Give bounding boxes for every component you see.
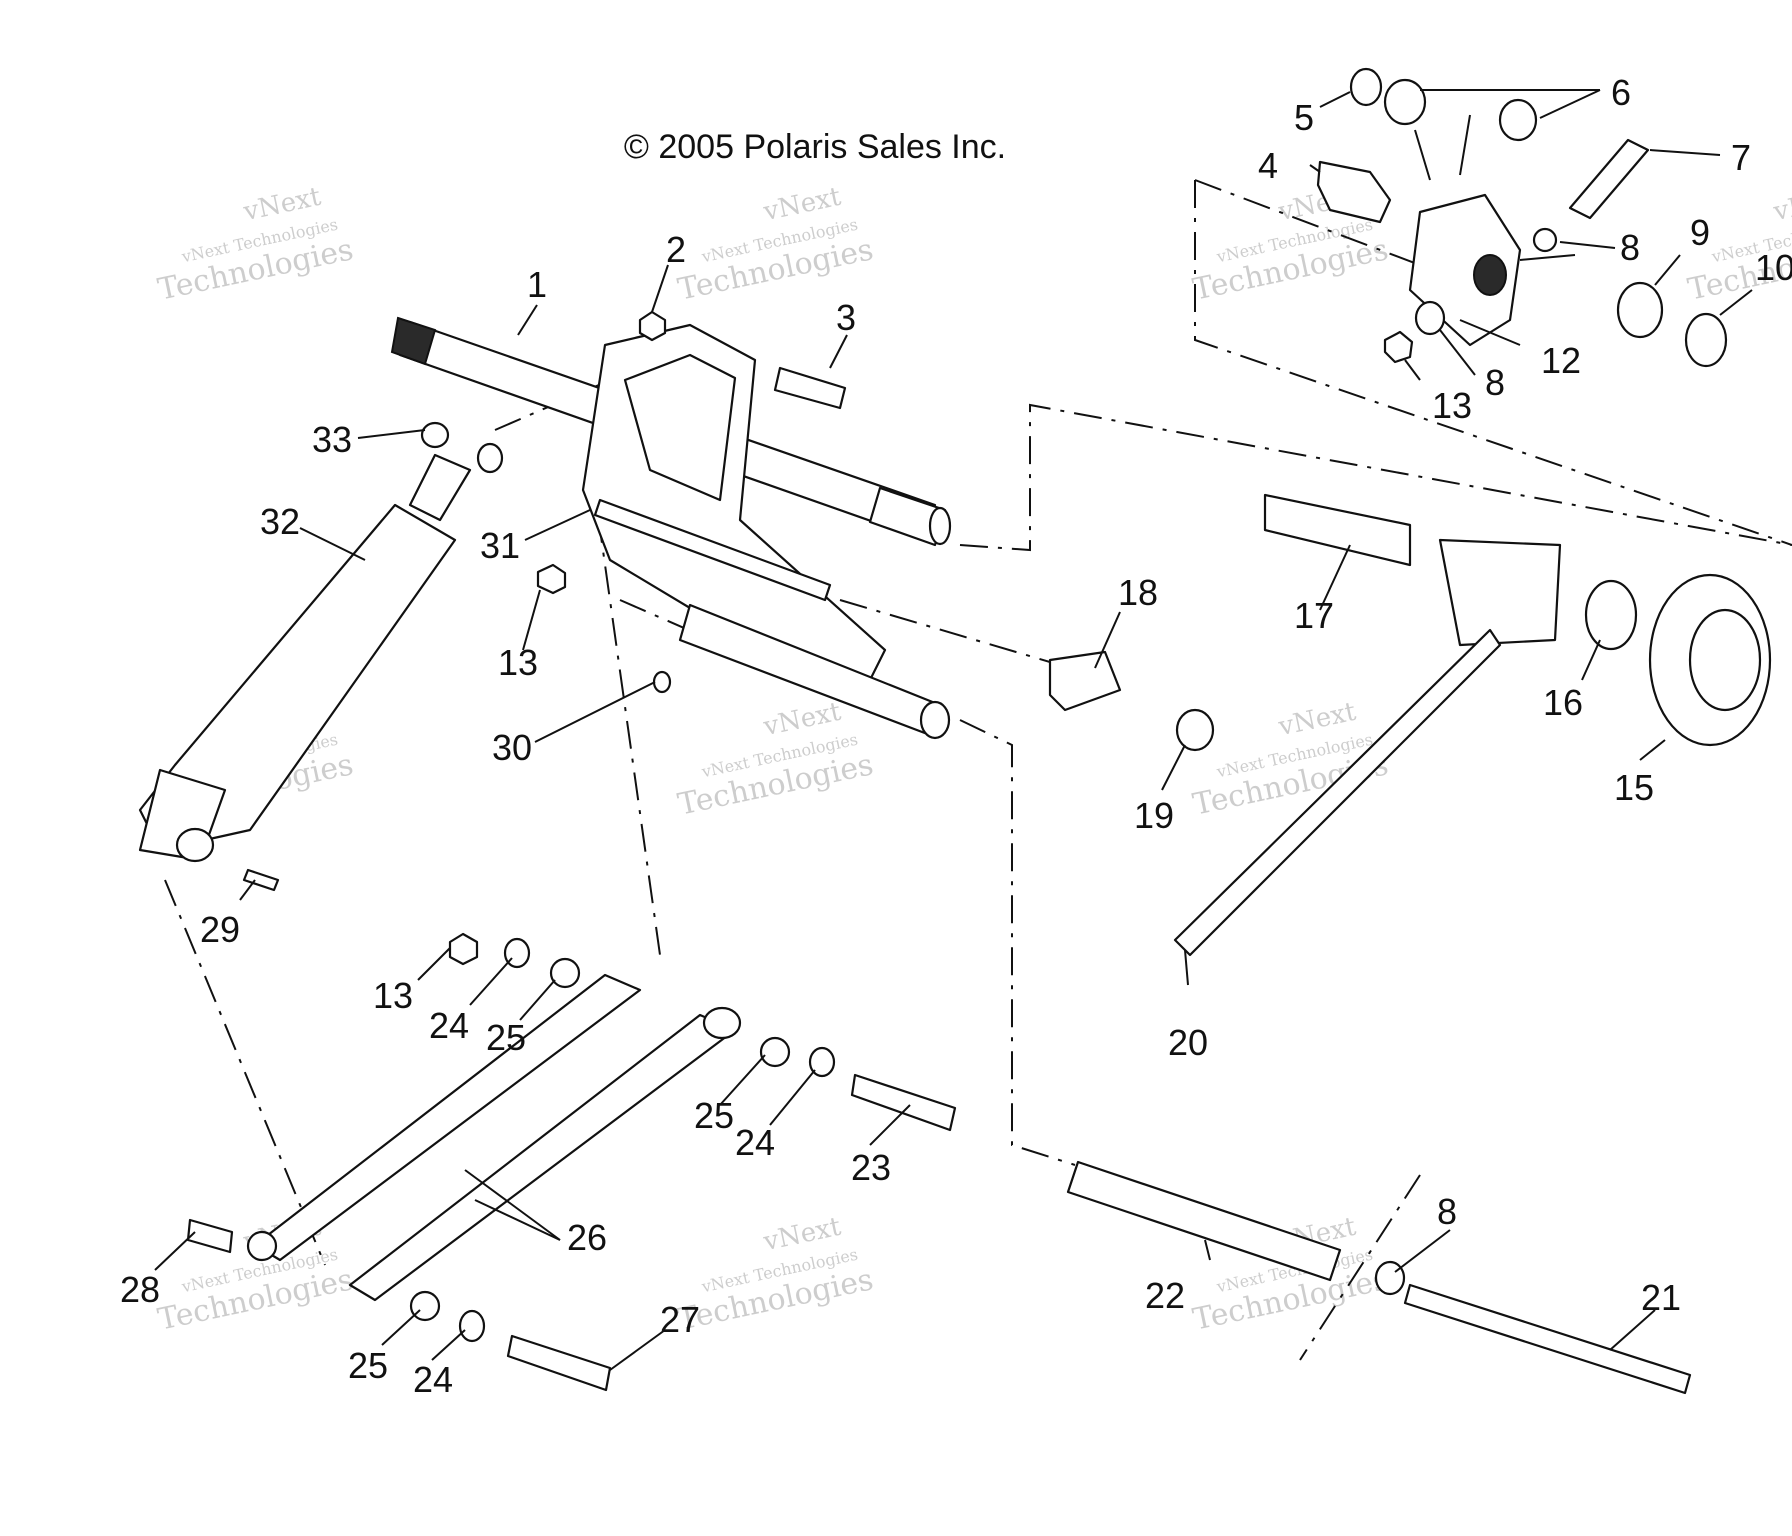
callout-25b: 25 — [694, 1095, 734, 1136]
bolt-part-21 — [1403, 1283, 1692, 1395]
shock-part-32 — [138, 442, 504, 863]
callout-5: 5 — [1294, 97, 1314, 138]
bushing-part-4 — [1316, 160, 1392, 224]
callout-30: 30 — [492, 727, 532, 768]
bolt-part-3 — [773, 366, 847, 410]
nut-part-13 — [536, 563, 567, 595]
assembly-lines — [164, 179, 1792, 1361]
callout-8c: 8 — [1437, 1191, 1457, 1232]
callout-26: 26 — [567, 1217, 607, 1258]
callout-17: 17 — [1294, 595, 1334, 636]
bolt-part-7 — [1568, 138, 1650, 220]
washer-part-5 — [1349, 67, 1383, 107]
callout-31: 31 — [480, 525, 520, 566]
callout-7: 7 — [1731, 137, 1751, 178]
washer-part-16 — [1584, 579, 1638, 651]
callout-3: 3 — [836, 297, 856, 338]
washer-part-19 — [1175, 708, 1215, 752]
callout-33: 33 — [312, 419, 352, 460]
bushing-part-6b — [1498, 98, 1538, 142]
callout-8a: 8 — [1620, 227, 1640, 268]
callout-13b: 13 — [498, 642, 538, 683]
pivot-arm-part-31 — [581, 323, 951, 740]
callout-24b: 24 — [735, 1122, 775, 1163]
callout-19: 19 — [1134, 795, 1174, 836]
callout-27: 27 — [660, 1299, 700, 1340]
callout-18: 18 — [1118, 572, 1158, 613]
bolt-part-27 — [506, 1334, 612, 1392]
small-parts — [186, 67, 1772, 1395]
copyright-text: © 2005 Polaris Sales Inc. — [624, 128, 1006, 166]
bushing-part-25c — [409, 1290, 441, 1322]
washer-part-24b — [808, 1046, 836, 1078]
bushing-part-33 — [420, 421, 450, 449]
callout-15: 15 — [1614, 767, 1654, 808]
nut-part-2 — [638, 310, 667, 342]
svg-text:vNext: vNext — [1770, 182, 1792, 228]
callout-16: 16 — [1543, 682, 1583, 723]
leader-lines — [154, 89, 1753, 1371]
washer-part-24c — [458, 1309, 486, 1343]
nut-part-13c — [448, 932, 479, 966]
callout-24c: 24 — [413, 1359, 453, 1400]
callout-28: 28 — [120, 1269, 160, 1310]
block-part-18 — [1048, 650, 1122, 712]
bushing-part-28 — [186, 1218, 234, 1254]
callout-21: 21 — [1641, 1277, 1681, 1318]
callout-25a: 25 — [486, 1017, 526, 1058]
callout-29: 29 — [200, 909, 240, 950]
watermark: vNext vNext Technologies Technologies — [675, 182, 876, 308]
callout-8b: 8 — [1485, 362, 1505, 403]
callout-9: 9 — [1690, 212, 1710, 253]
watermark: vNext vNext Technologies Technologies — [675, 697, 876, 823]
callout-25c: 25 — [348, 1345, 388, 1386]
callout-32: 32 — [260, 501, 300, 542]
link-rod-part-26a — [253, 973, 642, 1262]
callout-6: 6 — [1611, 72, 1631, 113]
callout-2: 2 — [666, 229, 686, 270]
callout-22: 22 — [1145, 1275, 1185, 1316]
washer-part-8c — [1374, 1260, 1406, 1296]
callout-13a: 13 — [1432, 385, 1472, 426]
watermark: vNext vNext Technologies Technologies — [155, 182, 356, 308]
pin-part-29 — [242, 868, 280, 892]
tube-part-22 — [1066, 1160, 1342, 1282]
washer-part-9 — [1616, 281, 1664, 339]
bushing-part-25a — [549, 957, 581, 989]
callout-1: 1 — [527, 264, 547, 305]
nut-part-13b — [1383, 330, 1414, 364]
callout-20: 20 — [1168, 1022, 1208, 1063]
callout-24a: 24 — [429, 1005, 469, 1046]
grease-fitting-part-30 — [652, 670, 672, 694]
spring-part-20 — [1438, 538, 1562, 647]
callouts: 1 2 3 4 5 6 7 8 8 8 9 10 12 13 13 13 15 … — [120, 72, 1792, 1400]
callout-12: 12 — [1541, 340, 1581, 381]
callout-23: 23 — [851, 1147, 891, 1188]
washer-part-10 — [1684, 312, 1728, 368]
washer-part-8b — [1414, 300, 1446, 336]
bushing-part-6a — [1383, 78, 1427, 126]
callout-10: 10 — [1755, 247, 1792, 288]
callout-13c: 13 — [373, 975, 413, 1016]
bushing-part-25b — [759, 1036, 791, 1068]
tube-part-17 — [1263, 493, 1412, 567]
bolt-part-23 — [850, 1073, 957, 1132]
callout-4: 4 — [1258, 145, 1278, 186]
washer-part-8a — [1532, 227, 1558, 253]
